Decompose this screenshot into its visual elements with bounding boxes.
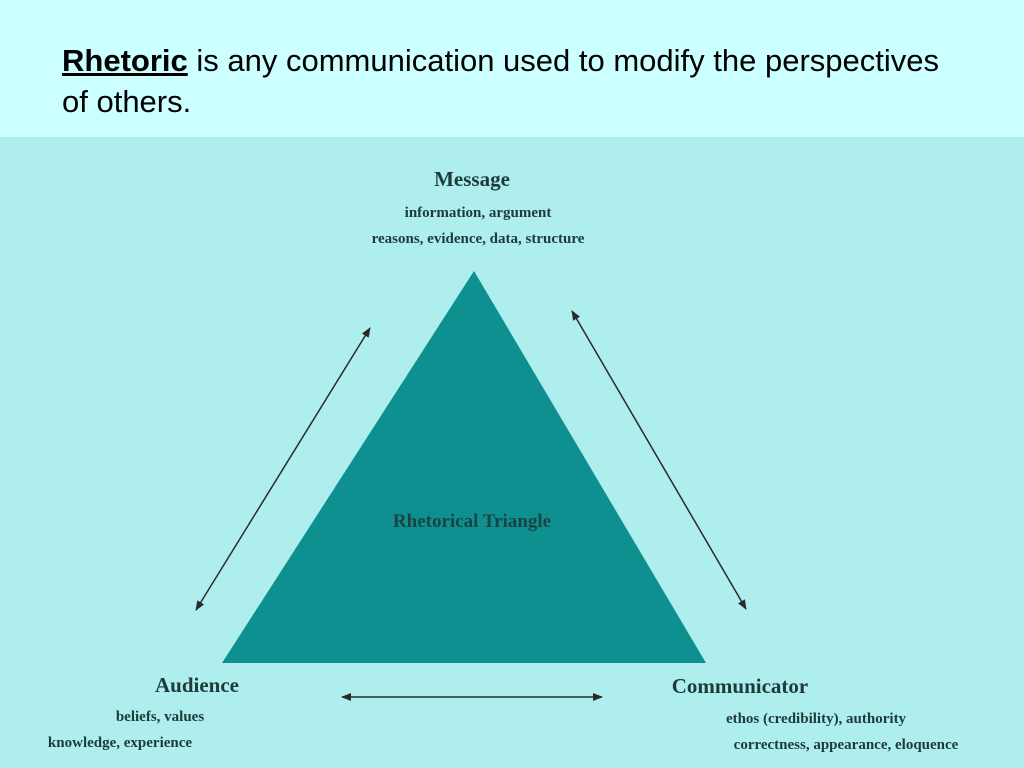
- triangle-shape: [222, 271, 706, 663]
- arrow-audience-message: [195, 327, 371, 611]
- communicator-line-1: ethos (credibility), authority: [726, 711, 907, 727]
- triangle-center-label: Rhetorical Triangle: [393, 511, 551, 532]
- audience-line-2: knowledge, experience: [48, 735, 192, 751]
- rhetorical-triangle-diagram: Rhetorical Triangle Message information,…: [0, 137, 1024, 768]
- message-line-2: reasons, evidence, data, structure: [372, 231, 585, 247]
- audience-line-1: beliefs, values: [116, 709, 204, 725]
- message-line-1: information, argument: [405, 205, 552, 221]
- communicator-title: Communicator: [672, 674, 808, 698]
- diagram-canvas: Rhetorical Triangle Message information,…: [48, 167, 959, 753]
- communicator-line-2: correctness, appearance, eloquence: [734, 737, 959, 753]
- arrow-message-communicator: [571, 310, 747, 610]
- message-title: Message: [434, 167, 510, 191]
- heading-term: Rhetoric: [62, 43, 188, 78]
- slide-heading: Rhetoric is any communication used to mo…: [62, 40, 962, 122]
- heading-text: is any communication used to modify the …: [62, 43, 940, 119]
- audience-title: Audience: [155, 673, 239, 697]
